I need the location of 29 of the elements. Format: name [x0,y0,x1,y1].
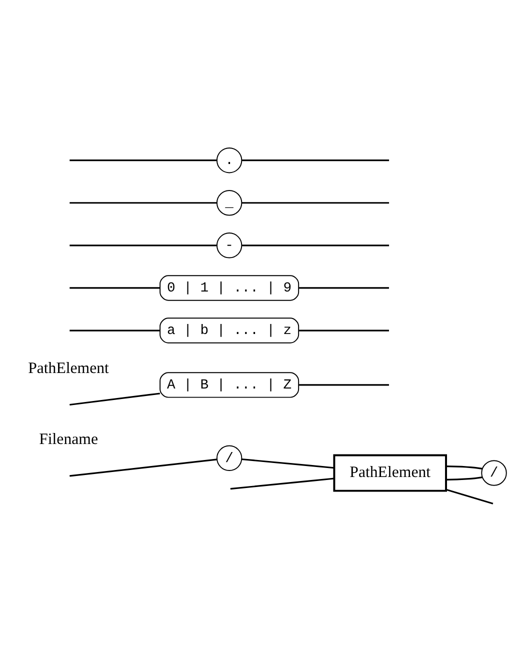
label: PathElement [28,360,109,377]
node-circle: / [481,460,507,486]
connector [70,458,218,477]
connector [242,160,390,162]
node-box: PathElement [333,454,447,492]
connector [70,244,217,246]
connector [242,458,334,469]
connector [242,202,390,204]
connector [299,287,389,289]
connector [299,330,389,332]
connector [70,330,160,332]
connector [242,244,390,246]
connector [230,478,334,490]
node-box: A | B | ... | Z [160,372,300,398]
node-box: a | b | ... | z [160,318,300,344]
connector [70,392,160,406]
connector [70,287,160,289]
node-circle: _ [216,190,242,216]
connector [70,160,217,162]
node-circle: / [216,445,242,472]
node-circle: - [216,232,242,258]
connector [299,384,389,386]
label: Filename [39,431,98,448]
node-circle: . [216,147,242,174]
connector [446,466,482,470]
connector [70,202,217,204]
connector [446,488,494,504]
node-box: 0 | 1 | ... | 9 [160,275,300,301]
connector [446,476,482,480]
